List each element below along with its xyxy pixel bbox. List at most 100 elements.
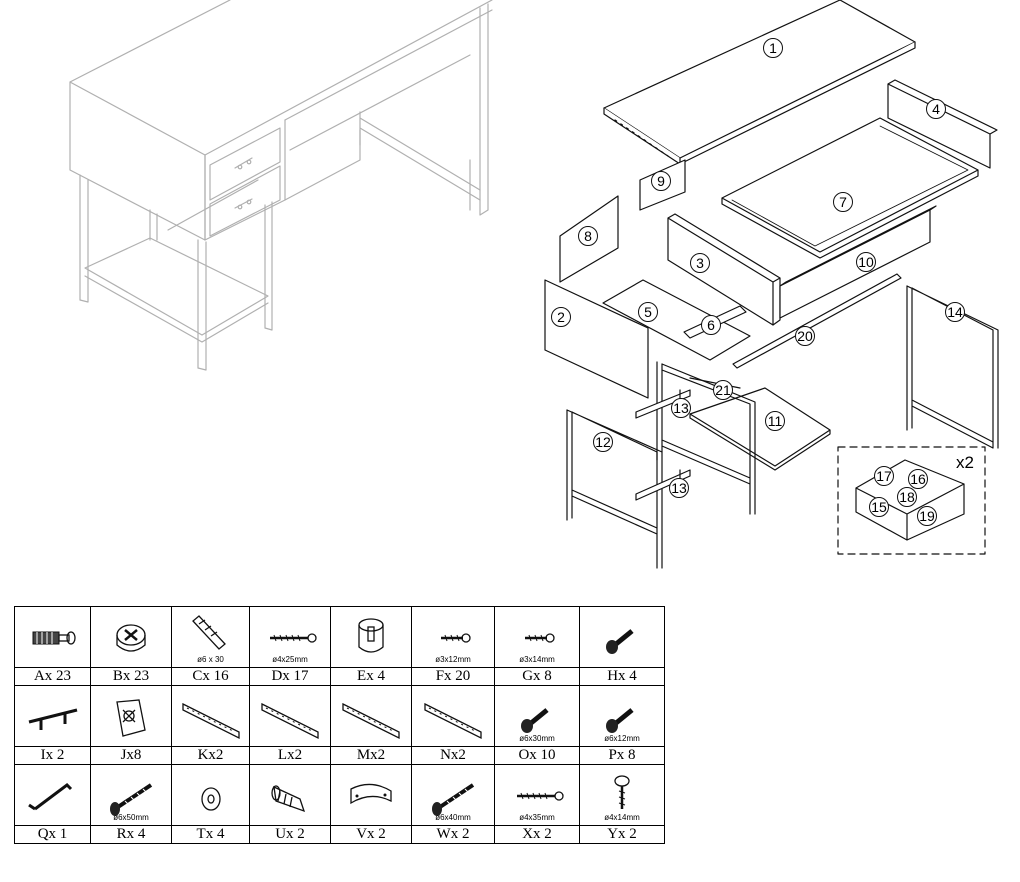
part-size: ø3x14mm [519, 655, 555, 664]
callout-3: 3 [690, 253, 710, 273]
part-quantity-label: Jx8 [90, 746, 172, 765]
callout-number: 18 [899, 489, 915, 505]
long-bolt-icon [412, 769, 494, 821]
part-quantity-label: Px 8 [579, 746, 665, 765]
part-cell: ø6 x 30 [171, 606, 250, 668]
part-cell [330, 606, 412, 668]
part-size: ø6x50mm [113, 813, 149, 822]
rail-icon [331, 690, 411, 742]
rail-icon [412, 690, 494, 742]
callout-number: 13 [671, 480, 687, 496]
callout-21: 20 [795, 326, 815, 346]
callout-number: 3 [696, 255, 704, 271]
part-cell: ø6x12mm [579, 685, 665, 747]
callout-18: 17 [874, 466, 894, 486]
part-cell [579, 606, 665, 668]
callout-number: 16 [910, 471, 926, 487]
callout-number: 13 [673, 400, 689, 416]
part-quantity-label: Yx 2 [579, 825, 665, 844]
small-screw-icon [495, 611, 579, 663]
part-cell [249, 764, 331, 826]
part-cell [330, 764, 412, 826]
parts-icon-row: ø6x50mm ø6x40mm ø4x35mm ø4x14mm [14, 764, 665, 826]
assembled-desk-illustration [69, 0, 493, 371]
callout-number: 14 [947, 304, 963, 320]
callout-number: 17 [876, 468, 892, 484]
callout-14: 13 [669, 478, 689, 498]
long-bolt-icon [91, 769, 171, 821]
parts-icon-row: ø6 x 30 ø4x25mm ø3x12mm ø3x14mm [14, 606, 665, 668]
part-size: ø6x40mm [435, 813, 471, 822]
callout-number: 8 [584, 228, 592, 244]
part-size: ø6 x 30 [197, 655, 224, 664]
callout-number: 5 [644, 304, 652, 320]
part-cell: ø3x12mm [411, 606, 495, 668]
part-quantity-label: Ax 23 [14, 667, 91, 686]
callout-10: 10 [856, 252, 876, 272]
callout-16: 15 [869, 497, 889, 517]
part-cell [14, 764, 91, 826]
callout-number: 4 [932, 101, 940, 117]
bolt-icon [580, 690, 664, 742]
part-cell [14, 606, 91, 668]
callout-number: 12 [595, 434, 611, 450]
wall-plug-icon [250, 769, 330, 821]
part-quantity-label: Gx 8 [494, 667, 580, 686]
bracket-icon [91, 690, 171, 742]
callout-11: 11 [765, 411, 785, 431]
callout-number: 1 [769, 40, 777, 56]
callout-number: 21 [715, 382, 731, 398]
part-size: ø4x14mm [604, 813, 640, 822]
callout-13: 13 [671, 398, 691, 418]
callout-17: 16 [908, 469, 928, 489]
part-size: ø4x25mm [272, 655, 308, 664]
part-quantity-label: Kx2 [171, 746, 250, 765]
part-cell: ø6x30mm [494, 685, 580, 747]
part-quantity-label: Lx2 [249, 746, 331, 765]
callout-6: 6 [701, 315, 721, 335]
part-cell: ø4x35mm [494, 764, 580, 826]
part-quantity-label: Wx 2 [411, 825, 495, 844]
part-quantity-label: Ix 2 [14, 746, 91, 765]
part-quantity-label: Tx 4 [171, 825, 250, 844]
callout-20: 19 [917, 506, 937, 526]
rail-icon [250, 690, 330, 742]
part-cell [90, 606, 172, 668]
part-cell [90, 685, 172, 747]
callout-number: 19 [919, 508, 935, 524]
callout-5: 5 [638, 302, 658, 322]
part-quantity-label: Hx 4 [579, 667, 665, 686]
part-cell [249, 685, 331, 747]
callout-number: 11 [768, 413, 783, 429]
screw-icon [250, 611, 330, 663]
callout-2: 2 [551, 307, 571, 327]
cam-lock-icon [91, 611, 171, 663]
callout-number: 10 [858, 254, 874, 270]
callout-8: 8 [578, 226, 598, 246]
part-cell [171, 685, 250, 747]
part-cell [330, 685, 412, 747]
part-cell: ø4x25mm [249, 606, 331, 668]
callout-number: 9 [657, 173, 665, 189]
part-quantity-label: Dx 17 [249, 667, 331, 686]
part-quantity-label: Nx2 [411, 746, 495, 765]
part-quantity-label: Rx 4 [90, 825, 172, 844]
part-size: ø4x35mm [519, 813, 555, 822]
bolt-icon [495, 690, 579, 742]
part-cell [171, 764, 250, 826]
part-quantity-label: Mx2 [330, 746, 412, 765]
callout-15: 14 [945, 302, 965, 322]
bolt-icon [580, 611, 664, 663]
callout-number: 6 [707, 317, 715, 333]
pan-screw-icon [580, 769, 664, 821]
drawer-quantity: x2 [956, 453, 974, 472]
part-quantity-label: Fx 20 [411, 667, 495, 686]
part-size: ø3x12mm [435, 655, 471, 664]
